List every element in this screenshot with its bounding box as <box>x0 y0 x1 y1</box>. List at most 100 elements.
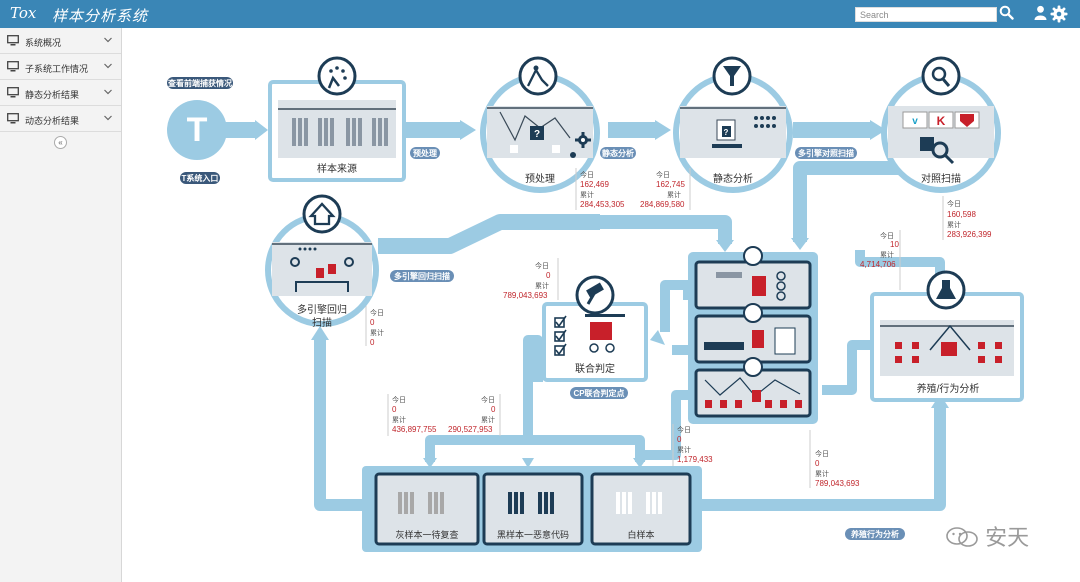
engine-cabinet[interactable] <box>688 252 818 424</box>
svg-text:0: 0 <box>370 318 375 327</box>
entry-top-pill[interactable] <box>167 77 233 89</box>
sidebar-item-label: 静态分析结果 <box>25 90 80 100</box>
chevron-down-icon <box>104 89 112 95</box>
svg-text:今日: 今日 <box>370 308 384 317</box>
user-icon[interactable] <box>1033 5 1048 20</box>
svg-text:0: 0 <box>815 459 820 468</box>
node-preprocess[interactable]: ? 预处理 <box>480 73 600 193</box>
node-joint-decision[interactable]: 联合判定 <box>542 302 648 382</box>
svg-text:今日: 今日 <box>947 199 961 208</box>
svg-text:今日: 今日 <box>580 170 594 179</box>
entry-letter: T <box>187 111 208 149</box>
entry-bottom-pill[interactable] <box>180 172 220 184</box>
app-title: 样本分析系统 <box>52 8 149 25</box>
monitor-icon <box>7 35 19 46</box>
sidebar-collapse-button[interactable]: « <box>54 136 67 149</box>
stat-sandbox-out: 今日 0 累计 789,043,693 <box>809 430 860 488</box>
pill-static[interactable]: 静态分析 <box>600 147 636 159</box>
node-regression-label-2: 扫描 <box>312 316 332 329</box>
node-white-sample[interactable]: 白样本 <box>590 472 692 546</box>
svg-text:累计: 累计 <box>481 415 495 424</box>
sidebar-item-label: 动态分析结果 <box>25 116 80 126</box>
svg-text:今日: 今日 <box>535 261 549 270</box>
static-badge-icon <box>712 56 752 96</box>
svg-text:预处理: 预处理 <box>413 148 437 158</box>
node-static-analysis-label: 静态分析 <box>713 172 753 185</box>
monitor-icon <box>7 113 19 124</box>
search-icon[interactable] <box>999 5 1014 20</box>
svg-text:今日: 今日 <box>880 231 894 240</box>
watermark: 安天 <box>945 520 1029 552</box>
svg-text:今日: 今日 <box>677 425 691 434</box>
sidebar-item-subsystem-status[interactable]: 子系统工作情况 <box>0 54 121 80</box>
svg-text:284,869,580: 284,869,580 <box>640 200 685 209</box>
watermark-text: 安天 <box>985 525 1030 550</box>
svg-text:789,043,693: 789,043,693 <box>815 479 860 488</box>
entry-top-label: 查看前端捕获情况 <box>168 78 232 88</box>
pill-sandbox[interactable]: 养殖行为分析 <box>845 528 905 540</box>
sidebar-item-dynamic-results[interactable]: 动态分析结果 <box>0 106 121 132</box>
svg-text:今日: 今日 <box>481 395 495 404</box>
node-white-label: 白样本 <box>627 529 654 540</box>
svg-text:?: ? <box>724 128 729 137</box>
pill-multi-regress[interactable]: 多引擎回归扫描 <box>390 270 454 282</box>
svg-text:累计: 累计 <box>880 250 894 259</box>
node-static-analysis[interactable]: ? 静态分析 <box>673 73 793 193</box>
node-regression-label-1: 多引擎回归 <box>297 303 347 316</box>
node-grey-sample[interactable]: 灰样本一待复查 <box>374 472 480 546</box>
svg-text:累计: 累计 <box>947 220 961 229</box>
sidebar-item-static-results[interactable]: 静态分析结果 <box>0 80 121 106</box>
node-preprocess-label: 预处理 <box>525 173 555 185</box>
stat-joint: 今日 0 累计 789,043,693 <box>503 258 559 300</box>
node-compare-scan-label: 对照扫描 <box>921 172 961 185</box>
svg-text:累计: 累计 <box>667 190 681 199</box>
svg-text:K: K <box>937 114 946 128</box>
gavel-badge-icon <box>575 275 615 315</box>
wechat-icon <box>946 527 978 547</box>
node-compare-scan[interactable]: v K 对照扫描 <box>881 73 1001 193</box>
workflow-diagram: T 查看前端捕获情况 T系统入口 样本来源 ? 预处理 <box>167 56 1024 552</box>
app-logo: Tox <box>10 4 37 22</box>
stat-grey: 今日 0 累计 436,897,755 <box>387 394 437 436</box>
entry-circle[interactable] <box>167 100 227 160</box>
search-input[interactable] <box>855 7 997 22</box>
svg-text:160,598: 160,598 <box>947 210 976 219</box>
scan-badge-icon <box>921 56 961 96</box>
svg-text:0: 0 <box>491 405 496 414</box>
svg-text:789,043,693: 789,043,693 <box>503 291 548 300</box>
monitor-icon <box>7 87 19 98</box>
gear-icon[interactable] <box>1050 5 1068 23</box>
svg-text:10: 10 <box>890 240 899 249</box>
node-sample-source-label: 样本来源 <box>317 162 357 175</box>
pill-cp-joint[interactable]: CP联合判定点 <box>570 387 628 399</box>
chevron-down-icon <box>104 37 112 43</box>
node-sample-source[interactable]: 样本来源 <box>268 80 406 182</box>
sidebar-item-label: 系统概况 <box>25 38 62 48</box>
sidebar-item-label: 子系统工作情况 <box>25 64 89 74</box>
svg-text:今日: 今日 <box>656 170 670 179</box>
node-black-sample[interactable]: 黑样本一恶意代码 <box>482 472 584 546</box>
sidebar: 系统概况 子系统工作情况 静态分析结果 动态分析结果 « <box>0 28 122 582</box>
chevron-down-icon <box>104 63 112 69</box>
svg-text:多引擎回归扫描: 多引擎回归扫描 <box>394 271 450 281</box>
stat-white: 今日 0 累计 1,179,433 <box>672 424 713 466</box>
pill-preprocess[interactable]: 预处理 <box>410 147 440 159</box>
svg-text:养殖行为分析: 养殖行为分析 <box>850 529 899 539</box>
svg-text:累计: 累计 <box>677 445 691 454</box>
stat-sandbox-in: 今日 10 累计 4,714,706 <box>860 230 901 290</box>
sidebar-item-system-overview[interactable]: 系统概况 <box>0 28 121 54</box>
svg-text:283,926,399: 283,926,399 <box>947 230 992 239</box>
stat-black: 今日 0 累计 290,527,953 <box>448 394 501 436</box>
svg-text:累计: 累计 <box>580 190 594 199</box>
svg-text:静态分析: 静态分析 <box>602 148 634 158</box>
preprocess-badge-icon <box>518 56 558 96</box>
svg-text:v: v <box>912 116 918 127</box>
pill-multi-scan[interactable]: 多引擎对照扫描 <box>795 147 857 159</box>
regression-badge-icon <box>302 194 342 234</box>
stat-regression: 今日 0 累计 0 <box>365 306 384 347</box>
svg-text:1,179,433: 1,179,433 <box>677 455 713 464</box>
svg-text:0: 0 <box>392 405 397 414</box>
svg-text:多引擎对照扫描: 多引擎对照扫描 <box>798 148 854 158</box>
node-sandbox-analysis[interactable]: 养殖/行为分析 <box>870 292 1024 402</box>
svg-text:今日: 今日 <box>392 395 406 404</box>
